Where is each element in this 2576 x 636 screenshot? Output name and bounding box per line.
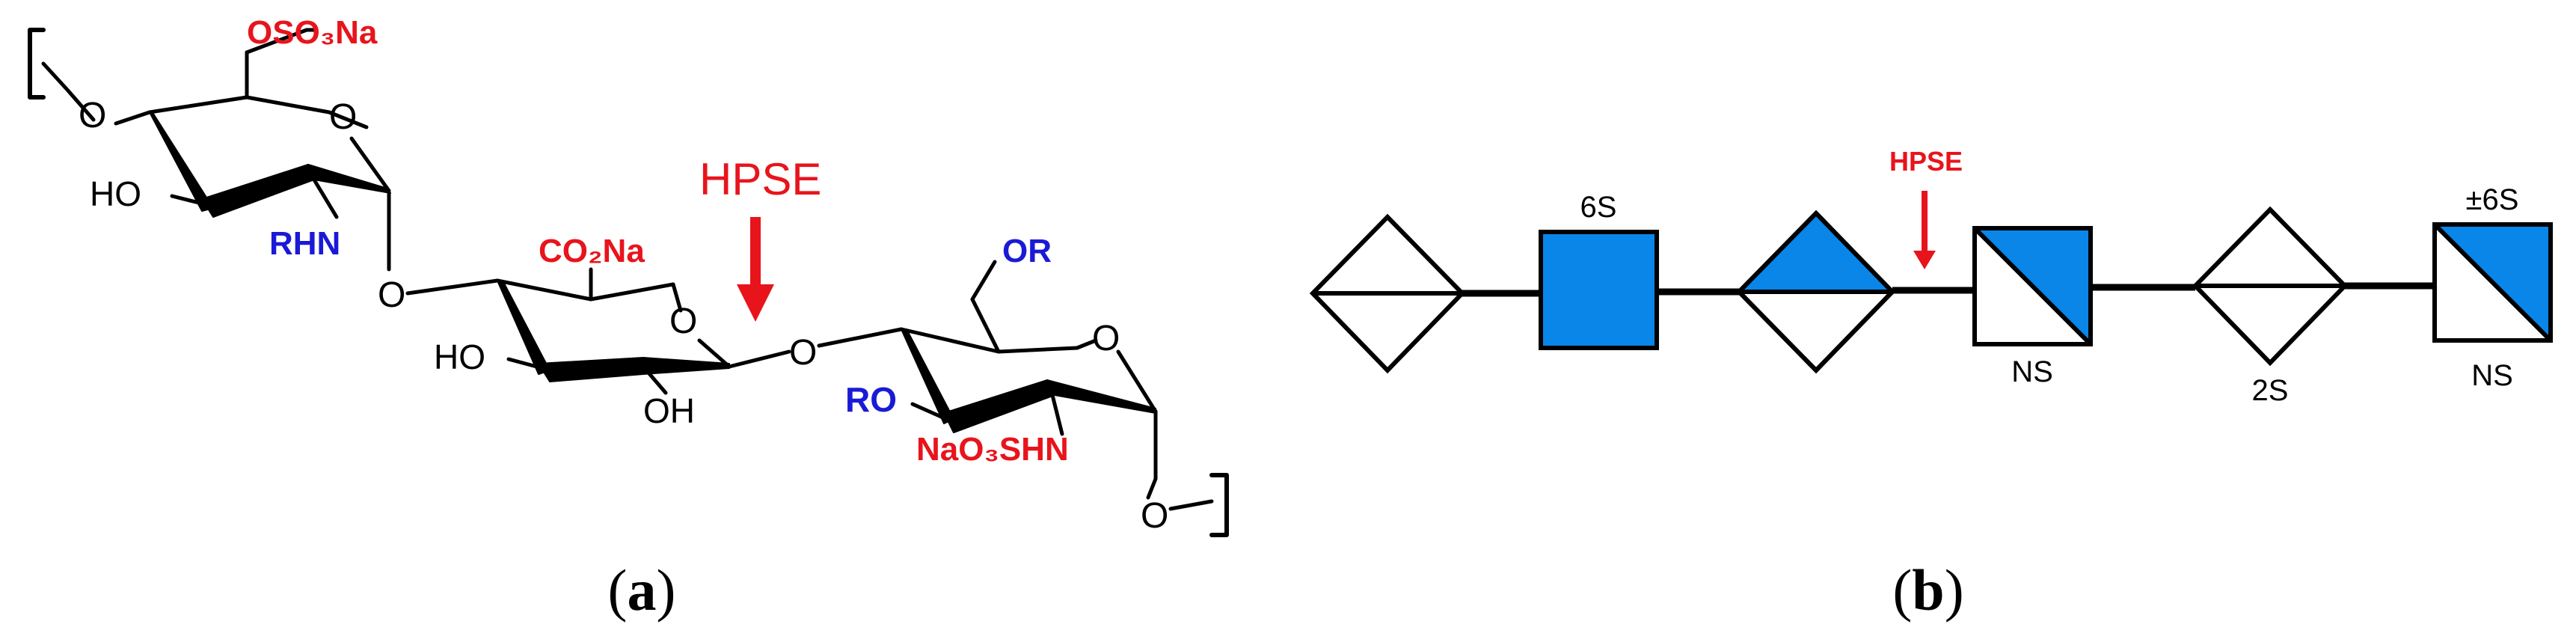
ring3-or: OR [1002, 233, 1052, 269]
residue-4-square: NS [1972, 226, 2093, 388]
residue-5-diamond: 2S [2192, 206, 2349, 407]
residue-5-label-bottom: 2S [2252, 374, 2289, 407]
hpse-arrow-a: HPSE [699, 154, 821, 322]
residue-3-fill [1741, 215, 1890, 292]
hpse-arrow-b: HPSE [1889, 146, 1963, 269]
ring2-linker-o: O [789, 333, 817, 373]
residue-1-diamond [1309, 213, 1466, 374]
ring1-linker-o-left: O [79, 96, 106, 135]
bracket-right [1209, 473, 1229, 537]
ring2-carboxyl: CO₂Na [539, 233, 645, 269]
ring3-oxygen: O [1092, 319, 1120, 358]
residue-2-square: 6S [1539, 191, 1659, 350]
caption-b: (b) [1892, 557, 1963, 623]
panel-a-structure: O OSO₃Na O HO RHN O [28, 14, 1229, 537]
ring3-linker-o: O [1141, 496, 1168, 536]
ring2-oh: OH [643, 391, 695, 430]
ring2-oxygen: O [669, 302, 697, 341]
residue-4-label-bottom: NS [2011, 355, 2053, 388]
ring3-glucosamine-ns: OR O RO NaO₃SHN O [845, 233, 1214, 536]
panel-b-snfg: 6S HPSE NS 2S [1309, 146, 2553, 407]
residue-3-diamond [1735, 210, 1896, 374]
bracket-left [28, 28, 46, 100]
residue-2-fill [1539, 230, 1659, 350]
linker-left [41, 61, 96, 122]
hpse-arrow-shaft-a [750, 217, 761, 288]
ring1-osulfate: OSO₃Na [247, 14, 378, 51]
hpse-arrow-head-a [737, 284, 774, 322]
ring1-linker-o-down: O [378, 275, 405, 315]
caption-a: (a) [608, 557, 676, 623]
hpse-arrow-shaft-b [1922, 191, 1928, 254]
ring1-rhn: RHN [269, 225, 340, 262]
ring3-ro: RO [845, 380, 897, 419]
ring1-oxygen: O [329, 97, 357, 137]
residue-6-square: ±6S NS [2432, 183, 2553, 392]
hpse-label-a: HPSE [699, 154, 821, 204]
hpse-arrow-head-b [1913, 251, 1936, 269]
ring1-glucosamine: OSO₃Na O HO RHN O [90, 14, 500, 315]
residue-6-label-bottom: NS [2471, 359, 2513, 392]
ring2-uronic-acid: CO₂Na O HO OH O [434, 233, 904, 430]
residue-2-label-top: 6S [1580, 191, 1617, 224]
ring3-nsulfate: NaO₃SHN [916, 431, 1069, 468]
hpse-label-b: HPSE [1889, 146, 1963, 177]
ring1-ho: HO [90, 174, 141, 213]
ring2-ho: HO [434, 337, 485, 376]
residue-6-label-top: ±6S [2466, 183, 2519, 216]
